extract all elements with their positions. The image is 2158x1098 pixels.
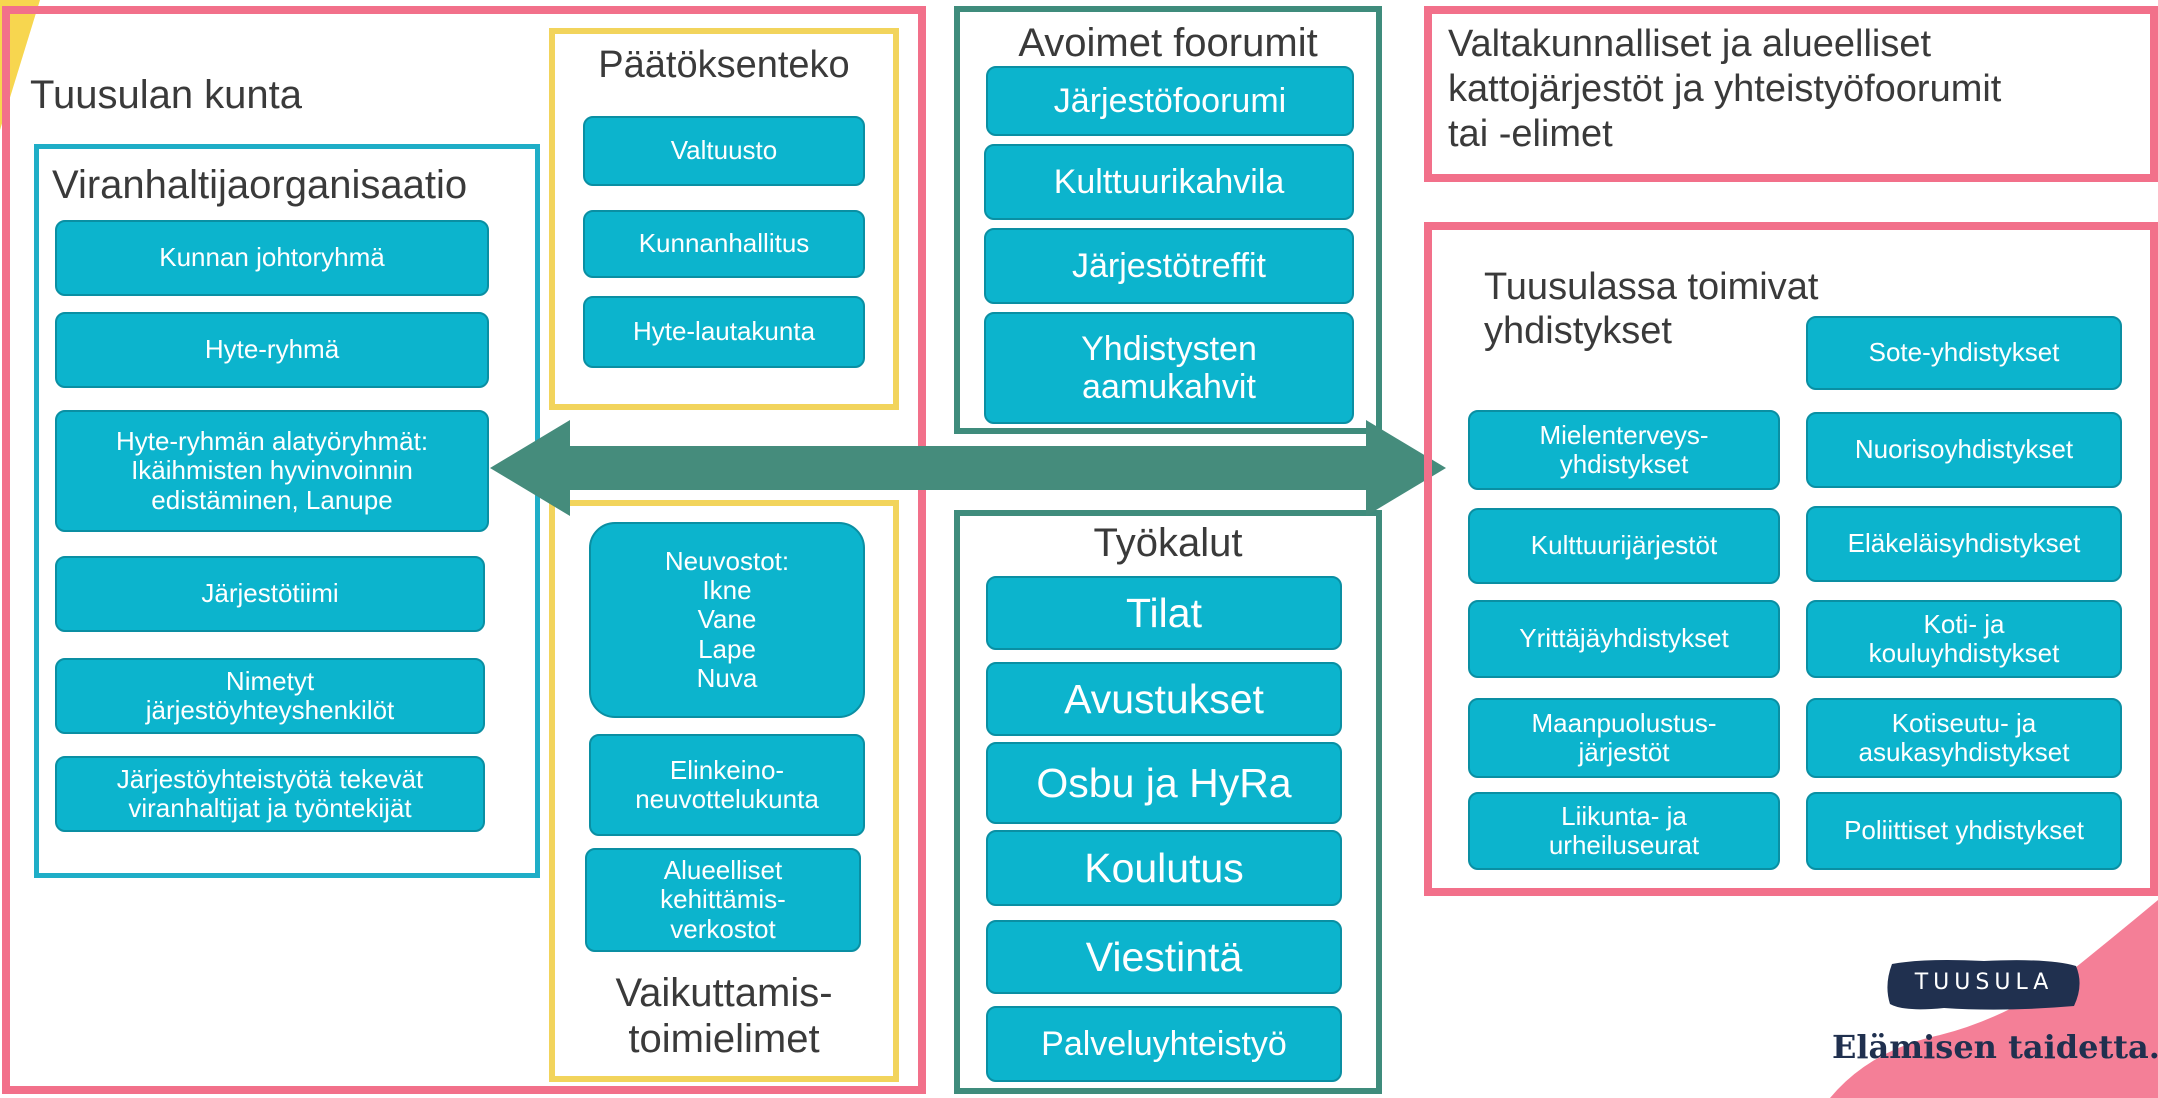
- logo-slogan: Elämisen taidetta.: [1832, 1028, 2158, 1066]
- municipality-frame: [2, 6, 926, 1094]
- decision-title: Päätöksenteko: [598, 44, 850, 86]
- associations-item-culture[interactable]: Kulttuurijärjestöt: [1468, 508, 1780, 584]
- tools-item-communication[interactable]: Viestintä: [986, 920, 1342, 994]
- officials-item-hyte-subgroups[interactable]: Hyte-ryhmän alatyöryhmät: Ikäihmisten hy…: [55, 410, 489, 532]
- national-title: Valtakunnalliset ja alueelliset kattojär…: [1448, 23, 2002, 155]
- associations-item-social-health[interactable]: Sote-yhdistykset: [1806, 316, 2122, 390]
- influence-item-business-committee[interactable]: Elinkeino- neuvottelukunta: [589, 734, 865, 836]
- forums-item-organisation-meetup[interactable]: Järjestötreffit: [984, 228, 1354, 304]
- associations-item-youth[interactable]: Nuorisoyhdistykset: [1806, 412, 2122, 488]
- decision-frame: [549, 28, 899, 410]
- associations-item-local-heritage[interactable]: Kotiseutu- ja asukasyhdistykset: [1806, 698, 2122, 778]
- forums-item-morning-coffee[interactable]: Yhdistysten aamukahvit: [984, 312, 1354, 424]
- associations-item-pensioners[interactable]: Eläkeläisyhdistykset: [1806, 506, 2122, 582]
- logo-background-shape: [1830, 900, 2158, 1098]
- officials-item-cooperating-staff[interactable]: Järjestöyhteistyötä tekevät viranhaltija…: [55, 756, 485, 832]
- associations-title: Tuusulassa toimivat yhdistykset: [1484, 266, 1819, 352]
- associations-item-political[interactable]: Poliittiset yhdistykset: [1806, 792, 2122, 870]
- forums-title: Avoimet foorumit: [1018, 21, 1318, 65]
- associations-item-entrepreneurs[interactable]: Yrittäjäyhdistykset: [1468, 600, 1780, 678]
- forums-item-organisation-forum[interactable]: Järjestöfoorumi: [986, 66, 1354, 136]
- associations-item-home-school[interactable]: Koti- ja kouluyhdistykset: [1806, 600, 2122, 678]
- forums-item-culture-cafe[interactable]: Kulttuurikahvila: [984, 144, 1354, 220]
- officials-item-organisation-team[interactable]: Järjestötiimi: [55, 556, 485, 632]
- influence-item-councils[interactable]: Neuvostot: Ikne Vane Lape Nuva: [589, 522, 865, 718]
- tools-item-training[interactable]: Koulutus: [986, 830, 1342, 906]
- double-arrow-icon: [490, 420, 1446, 516]
- influence-item-regional-networks[interactable]: Alueelliset kehittämis- verkostot: [585, 848, 861, 952]
- tools-item-osbu-hyra[interactable]: Osbu ja HyRa: [986, 742, 1342, 824]
- tools-item-grants[interactable]: Avustukset: [986, 662, 1342, 736]
- corner-decoration: [0, 0, 40, 130]
- logo-badge-shape: [1887, 960, 2080, 1010]
- officials-title: Viranhaltijaorganisaatio: [52, 163, 468, 207]
- associations-item-sports[interactable]: Liikunta- ja urheiluseurat: [1468, 792, 1780, 870]
- associations-item-mental-health[interactable]: Mielenterveys- yhdistykset: [1468, 410, 1780, 490]
- officials-frame: [34, 144, 540, 878]
- tools-title: Työkalut: [1093, 521, 1243, 565]
- tools-item-premises[interactable]: Tilat: [986, 576, 1342, 650]
- influence-title: Vaikuttamis- toimielimet: [615, 971, 833, 1061]
- decision-item-board[interactable]: Kunnanhallitus: [583, 210, 865, 278]
- influence-frame: [549, 500, 899, 1082]
- decision-item-council[interactable]: Valtuusto: [583, 116, 865, 186]
- decision-item-hyte-committee[interactable]: Hyte-lautakunta: [583, 296, 865, 368]
- associations-item-defence[interactable]: Maanpuolustus- järjestöt: [1468, 698, 1780, 778]
- municipality-title: Tuusulan kunta: [30, 73, 303, 117]
- national-frame: [1424, 6, 2158, 182]
- officials-item-management-group[interactable]: Kunnan johtoryhmä: [55, 220, 489, 296]
- tools-item-service-cooperation[interactable]: Palveluyhteistyö: [986, 1006, 1342, 1082]
- officials-item-hyte-group[interactable]: Hyte-ryhmä: [55, 312, 489, 388]
- associations-frame: [1424, 222, 2158, 896]
- officials-item-contact-persons[interactable]: Nimetyt järjestöyhteyshenkilöt: [55, 658, 485, 734]
- forums-frame: [954, 6, 1382, 434]
- tuusula-logo: TUUSULA: [1884, 958, 2084, 1012]
- tools-frame: [954, 510, 1382, 1094]
- logo-badge-text: TUUSULA: [1914, 970, 2054, 995]
